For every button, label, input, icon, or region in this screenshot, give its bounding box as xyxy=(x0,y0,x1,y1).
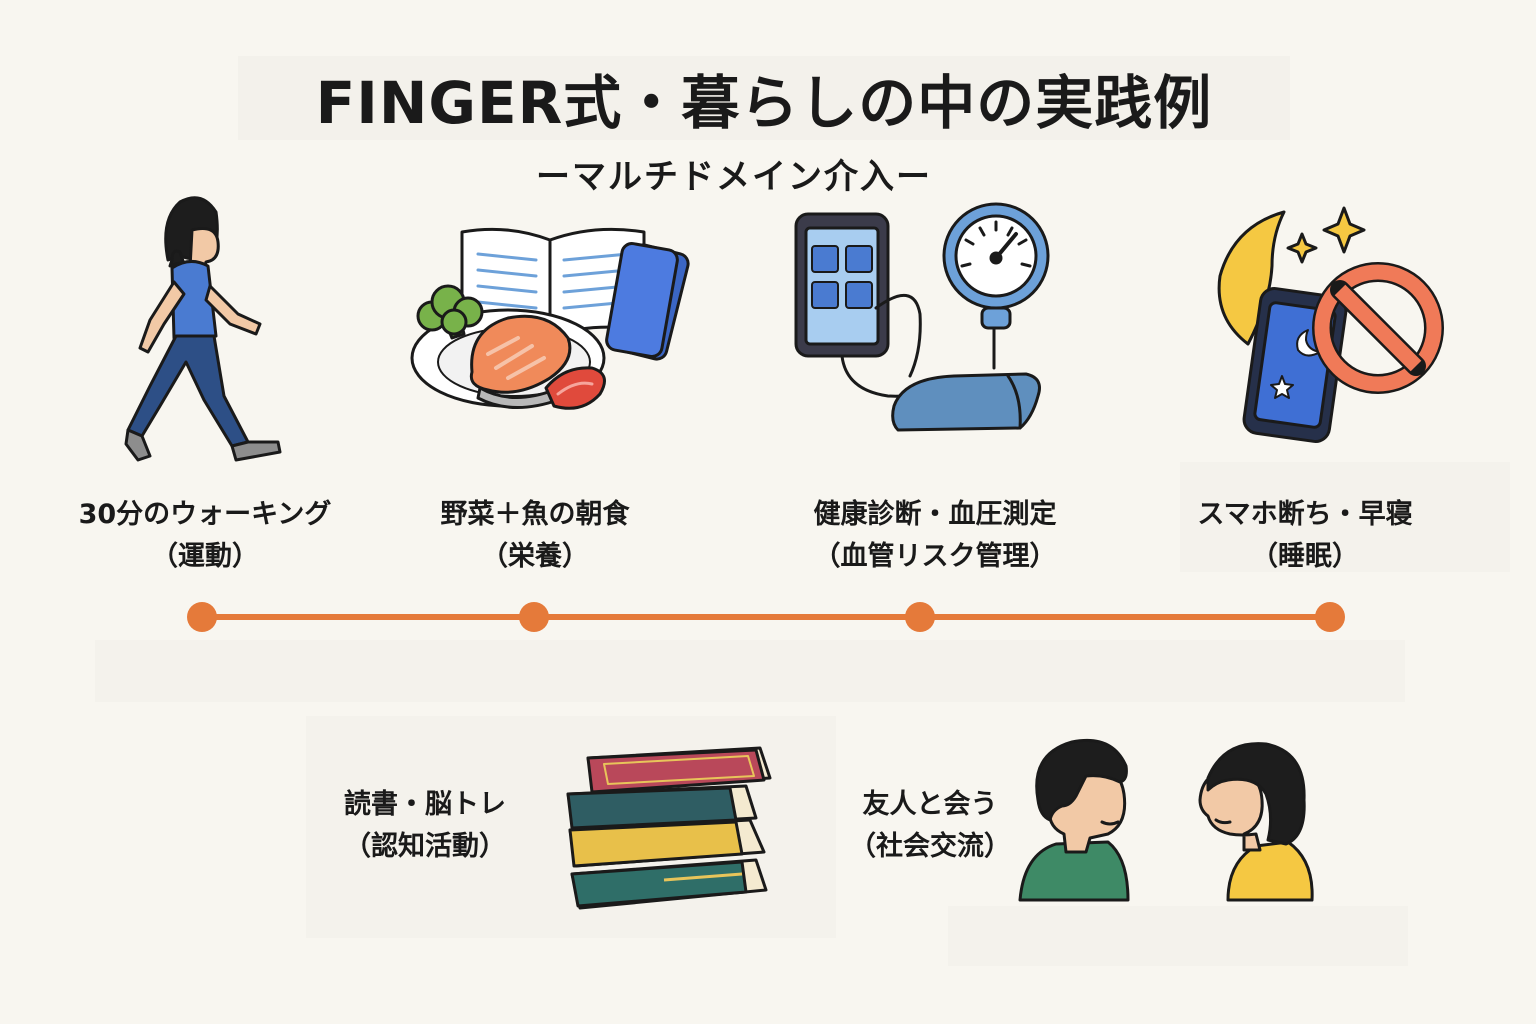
no-smartphone-night-icon xyxy=(1210,206,1446,446)
label-sleep-activity: スマホ断ち・早寝 xyxy=(1197,499,1413,530)
label-reading-domain: （認知活動） xyxy=(344,831,506,862)
label-breakfast: 野菜＋魚の朝食 （栄養） xyxy=(380,494,690,578)
label-walking-activity: 30分のウォーキング xyxy=(78,499,332,530)
background-panel-lower xyxy=(95,640,1405,702)
page-subtitle: ーマルチドメイン介入ー xyxy=(536,156,932,197)
label-health-check-activity: 健康診断・血圧測定 xyxy=(813,499,1057,530)
label-reading: 読書・脳トレ （認知活動） xyxy=(300,784,550,868)
blood-pressure-monitor-icon xyxy=(794,200,1054,440)
label-reading-activity: 読書・脳トレ xyxy=(344,789,506,820)
timeline xyxy=(160,590,1380,650)
walking-person-icon xyxy=(120,190,290,470)
timeline-dot-sleep xyxy=(1315,602,1345,632)
book-stack-icon xyxy=(560,740,790,916)
two-people-talking-icon xyxy=(1016,730,1316,906)
page-title: FINGER式・暮らしの中の実践例 xyxy=(238,56,1290,140)
label-sleep-domain: （睡眠） xyxy=(1251,541,1359,572)
label-social-domain: （社会交流） xyxy=(849,831,1011,862)
label-health-check: 健康診断・血圧測定 （血管リスク管理） xyxy=(770,494,1100,578)
label-walking-domain: （運動） xyxy=(151,541,259,572)
label-social-activity: 友人と会う xyxy=(862,789,998,820)
label-walking: 30分のウォーキング （運動） xyxy=(40,494,370,578)
background-panel-social xyxy=(948,906,1408,966)
timeline-dot-breakfast xyxy=(519,602,549,632)
timeline-dot-walking xyxy=(187,602,217,632)
timeline-dot-health-check xyxy=(905,602,935,632)
label-breakfast-activity: 野菜＋魚の朝食 xyxy=(440,499,630,530)
label-health-check-domain: （血管リスク管理） xyxy=(813,541,1057,572)
label-breakfast-domain: （栄養） xyxy=(481,541,589,572)
label-sleep: スマホ断ち・早寝 （睡眠） xyxy=(1150,494,1460,578)
breakfast-plate-icon xyxy=(408,218,698,418)
background-panel-sleep xyxy=(1180,462,1510,572)
label-social: 友人と会う （社会交流） xyxy=(820,784,1040,868)
